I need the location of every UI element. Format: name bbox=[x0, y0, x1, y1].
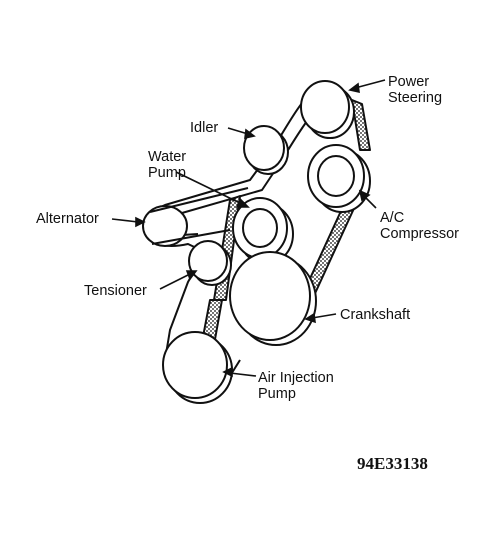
power-steering-label: Power Steering bbox=[388, 74, 443, 106]
idler-label: Idler bbox=[190, 120, 219, 136]
idler-pulley bbox=[243, 125, 285, 171]
alternator-label: Alternator bbox=[36, 211, 99, 227]
arrowhead bbox=[222, 366, 233, 378]
leader-water-pump bbox=[175, 171, 243, 205]
crankshaft-pulley bbox=[229, 251, 311, 341]
tensioner-pulley bbox=[188, 240, 228, 282]
arrowhead bbox=[235, 197, 250, 208]
belt-ribbed-segment bbox=[351, 99, 371, 151]
crankshaft-label: Crankshaft bbox=[340, 307, 411, 323]
arrowhead bbox=[348, 82, 360, 94]
leader-crankshaft bbox=[311, 313, 337, 319]
water-pump-label: Water Pump bbox=[148, 149, 187, 181]
figure-id: 94E33138 bbox=[357, 454, 428, 473]
alternator-arm bbox=[149, 187, 249, 245]
water-pump-hub bbox=[242, 208, 278, 248]
ac-compressor-label: A/C Compressor bbox=[380, 210, 459, 242]
leader-idler bbox=[227, 127, 249, 135]
leader-air-injection-pump bbox=[229, 372, 257, 377]
tensioner-label: Tensioner bbox=[84, 283, 147, 299]
air-injection-pump-pulley bbox=[162, 331, 228, 399]
alternator-pulley bbox=[142, 205, 188, 247]
leader-alternator bbox=[111, 218, 139, 223]
arrowhead bbox=[244, 128, 256, 140]
air-injection-pump-label: Air Injection Pump bbox=[258, 370, 334, 402]
arrowhead bbox=[185, 270, 198, 281]
arrowhead bbox=[304, 312, 316, 324]
ac-compressor-hub bbox=[317, 155, 355, 197]
leader-tensioner bbox=[159, 273, 191, 290]
arrowhead bbox=[135, 216, 146, 228]
leader-power-steering bbox=[354, 79, 386, 89]
arrowhead bbox=[358, 189, 371, 202]
power-steering-pulley bbox=[300, 80, 350, 134]
